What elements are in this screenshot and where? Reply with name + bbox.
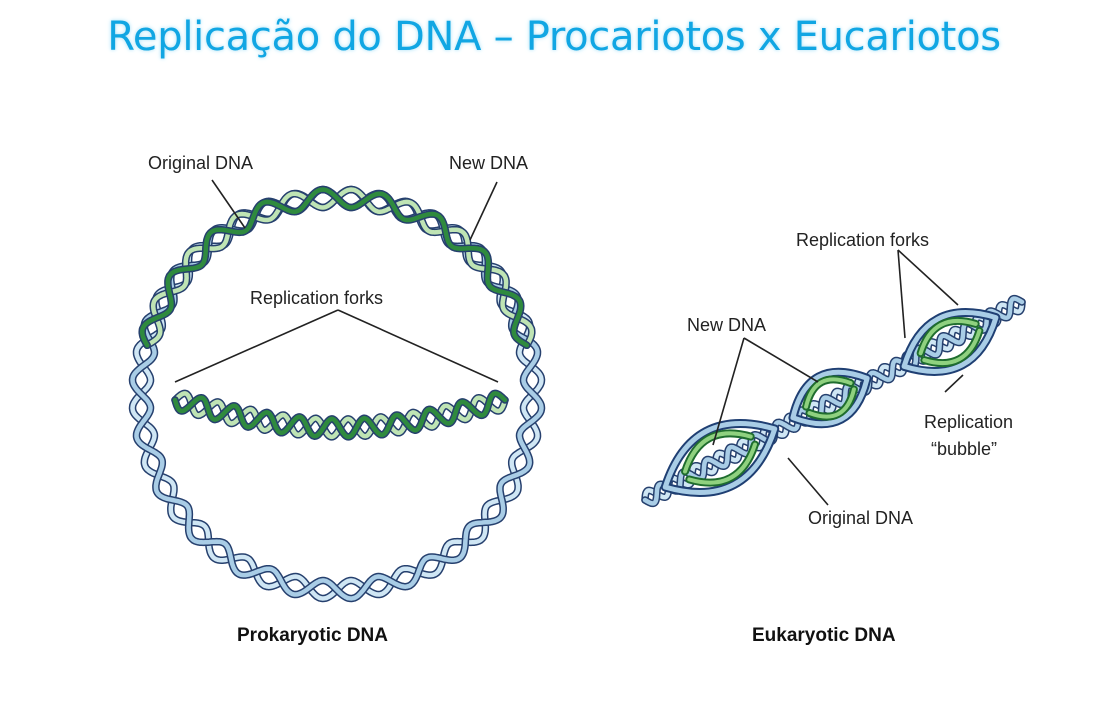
bubble-right [899,308,1001,376]
caption-eukaryotic: Eukaryotic DNA [752,625,896,646]
pointer-new-dna [469,181,498,241]
label-replication-forks-euk: Replication forks [796,230,929,250]
pointer-fork-left [174,309,339,383]
bubble-left-new-a [683,431,753,474]
new-dna-top-strand-b [144,187,535,348]
prokaryotic-diagram [128,185,546,603]
label-new-dna-euk: New DNA [687,315,766,335]
label-replication-bubble-1: Replication [924,412,1013,432]
pointer-new-dna-mid [743,337,819,383]
inner-strand-strand-a [172,391,508,440]
pointer-original-dna [787,457,829,506]
bubble-middle-new-a [804,377,853,409]
bubble-left [660,419,780,497]
pointer-fork-b [897,249,959,306]
label-replication-bubble-2: “bubble” [931,439,997,459]
bubble-left-new-b [687,442,757,485]
bubble-right-original [901,310,999,374]
euk-chromosome-strand-a [642,296,1025,506]
page-title: Replicação do DNA – Procariotos x Eucari… [107,14,1001,60]
label-original-dna-euk: Original DNA [808,508,913,528]
label-new-dna: New DNA [449,153,528,173]
pointer-new-dna-left [712,337,745,446]
bubble-middle-new-b [807,387,856,419]
eukaryotic-pointers [712,249,964,506]
bubble-middle-original [790,369,870,427]
eukaryotic-diagram [641,294,1026,508]
label-replication-forks: Replication forks [250,288,383,308]
bubble-left-original [662,421,778,495]
pointer-bubble [944,374,964,393]
label-original-dna: Original DNA [148,153,253,173]
bubble-right-new-b [922,328,982,366]
pointer-original-dna [211,179,246,229]
new-dna-top-strand-a [139,187,530,348]
bubble-right-new-a [918,318,978,356]
bubble-middle [788,367,872,429]
pointer-fork-right [337,309,499,383]
prokaryotic-pointers [174,179,499,383]
pointer-fork-a [897,249,906,339]
caption-prokaryotic: Prokaryotic DNA [237,625,388,646]
